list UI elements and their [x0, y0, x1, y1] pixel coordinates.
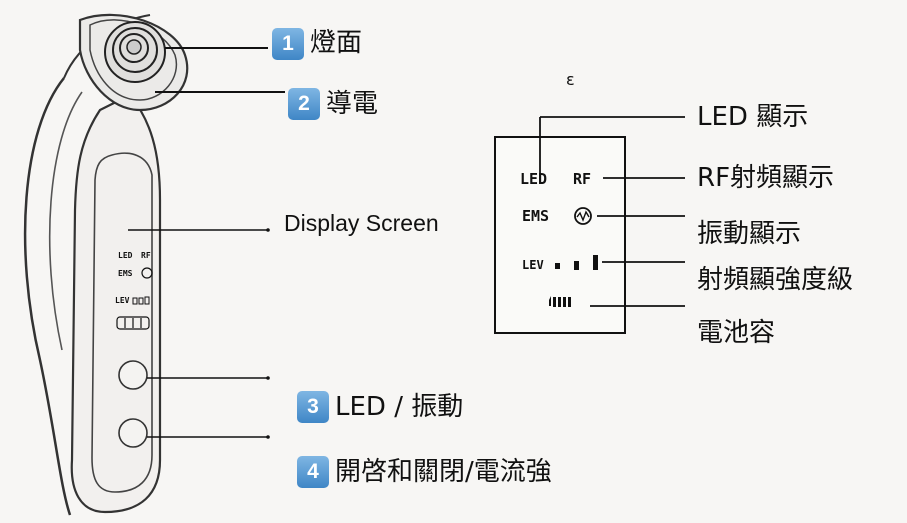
callout-label-light-face: 燈面	[310, 28, 363, 58]
callout-label-power: 開啓和關閉/電流強	[335, 457, 552, 487]
device-screen-lev: LEV	[115, 296, 130, 305]
level-bar-3	[593, 255, 598, 270]
light-face-head	[78, 13, 189, 112]
panel-label-battery: 電池容	[697, 318, 776, 348]
callout-badge-1: 1	[272, 28, 304, 60]
panel-lev: LEV	[522, 258, 544, 272]
device-screen-led: LED	[118, 251, 133, 260]
device-body	[70, 93, 162, 514]
device-screen-ems: EMS	[118, 269, 133, 278]
vibration-icon	[574, 207, 592, 225]
callout-label-conductive: 導電	[326, 89, 379, 119]
level-bar-1	[555, 263, 560, 269]
callout-badge-2: 2	[288, 88, 320, 120]
callout-badge-3: 3	[297, 391, 329, 423]
stray-mark: ɛ	[566, 70, 575, 89]
callout-label-led-vibration: LED / 振動	[335, 392, 464, 422]
panel-label-rf-level: 射頻顯強度級	[697, 265, 854, 295]
panel-label-vibration-display: 振動顯示	[697, 219, 802, 249]
device-handle-loop	[23, 77, 72, 516]
battery-icon	[549, 296, 571, 307]
device-screen-rf: RF	[141, 251, 151, 260]
panel-ems: EMS	[522, 207, 550, 225]
panel-led: LED	[520, 170, 548, 188]
callout-badge-4: 4	[297, 456, 329, 488]
level-bar-2	[574, 261, 579, 270]
display-screen-label: Display Screen	[284, 210, 439, 236]
device-button-led-vibration	[118, 360, 148, 390]
panel-rf: RF	[573, 170, 592, 188]
device-button-power	[118, 418, 148, 448]
panel-label-rf-display: RF射頻顯示	[697, 163, 835, 193]
panel-label-led-display: LED 顯示	[697, 102, 809, 132]
